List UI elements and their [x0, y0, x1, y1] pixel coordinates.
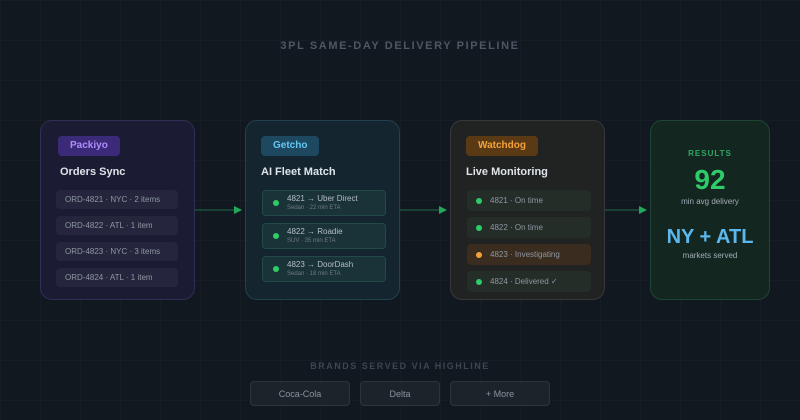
markets-value: NY + ATL — [666, 226, 754, 248]
monitoring-status: 4824 · Delivered ✓ — [467, 271, 591, 292]
fleet-match-heading: AI Fleet Match — [261, 166, 336, 178]
monitoring-status: 4821 · On time — [467, 190, 591, 211]
order-item: ORD-4823 · NYC · 3 items — [56, 242, 178, 261]
green-dot-icon — [273, 233, 279, 239]
fleet-assignment: 4823 → DoorDash Sedan · 18 min ETA — [262, 256, 386, 282]
packiyo-badge: Packiyo — [58, 136, 120, 156]
flow-arrow-icon — [400, 206, 447, 214]
monitoring-status-text: 4821 · On time — [490, 196, 543, 205]
live-monitoring-card: Watchdog Live Monitoring 4821 · On time … — [450, 120, 605, 300]
monitoring-status-text: 4824 · Delivered ✓ — [490, 277, 558, 286]
order-item: ORD-4822 · ATL · 1 item — [56, 216, 178, 235]
markets-label: markets served — [682, 251, 738, 260]
green-dot-icon — [273, 266, 279, 272]
fleet-assignment-eta: Sedan · 22 min ETA — [287, 204, 341, 211]
green-dot-icon — [476, 197, 482, 204]
fleet-assignment: 4822 → Roadie SUV · 35 min ETA — [262, 223, 386, 249]
green-dot-icon — [273, 200, 279, 206]
fleet-assignment-eta: Sedan · 18 min ETA — [287, 270, 341, 277]
fleet-assignment-route: 4823 → DoorDash — [287, 260, 354, 270]
avg-delivery-value: 92 — [694, 164, 726, 195]
avg-delivery-label: min avg delivery — [681, 197, 739, 206]
monitoring-status-text: 4822 · On time — [490, 223, 543, 232]
fleet-assignment: 4821 → Uber Direct Sedan · 22 min ETA — [262, 190, 386, 216]
brand-chip: Coca-Cola — [250, 381, 350, 406]
green-dot-icon — [476, 224, 482, 231]
brands-heading: BRANDS SERVED VIA HIGHLINE — [310, 361, 490, 371]
flow-arrow-icon — [605, 206, 647, 214]
watchdog-badge: Watchdog — [466, 136, 538, 156]
fleet-assignment-route: 4821 → Uber Direct — [287, 194, 358, 204]
fleet-assignment-route: 4822 → Roadie — [287, 227, 343, 237]
monitoring-status: 4822 · On time — [467, 217, 591, 238]
green-dot-icon — [476, 278, 482, 285]
monitoring-status-text: 4823 · Investigating — [490, 250, 560, 259]
brand-chip: + More — [450, 381, 550, 406]
flow-arrow-icon — [195, 206, 242, 214]
orders-sync-card: Packiyo Orders Sync ORD-4821 · NYC · 2 i… — [40, 120, 195, 300]
results-card: RESULTS 92 min avg delivery NY + ATL mar… — [650, 120, 770, 300]
results-heading: RESULTS — [688, 149, 732, 158]
fleet-assignment-eta: SUV · 35 min ETA — [287, 237, 336, 244]
amber-dot-icon — [476, 251, 482, 258]
fleet-match-card: Getcho AI Fleet Match 4821 → Uber Direct… — [245, 120, 400, 300]
order-item: ORD-4821 · NYC · 2 items — [56, 190, 178, 209]
monitoring-status-warning: 4823 · Investigating — [467, 244, 591, 265]
live-monitoring-heading: Live Monitoring — [466, 166, 548, 178]
order-item: ORD-4824 · ATL · 1 item — [56, 268, 178, 287]
pipeline-title: 3PL SAME-DAY DELIVERY PIPELINE — [280, 40, 520, 52]
orders-sync-heading: Orders Sync — [60, 166, 126, 178]
getcho-badge: Getcho — [261, 136, 320, 156]
brand-chip: Delta — [360, 381, 440, 406]
